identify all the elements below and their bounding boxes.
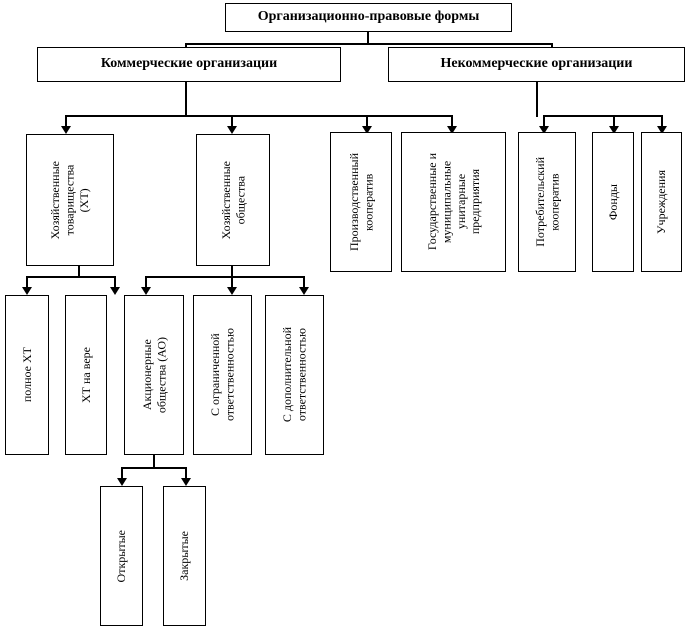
connector-to-proizvodstvennyy-kooperativ	[366, 115, 368, 127]
node-label: Производственный кооператив	[346, 153, 375, 251]
node-label: С дополнительной ответственностью	[280, 327, 309, 423]
node-label: Открытые	[114, 529, 129, 583]
connector-to-hoz-obshchestva	[231, 115, 233, 127]
arrowhead-to-uchrezhdeniya	[657, 126, 667, 134]
node-unitarnye-predpriyatiya: Государственные и муниципальные унитарны…	[401, 132, 506, 272]
node-label: ХТ на вере	[78, 347, 93, 403]
connector-root-stem	[367, 32, 369, 45]
node-label: Государственные и муниципальные унитарны…	[424, 153, 482, 251]
arrowhead-to-unitarnye-predpriyatiya	[447, 126, 457, 134]
node-dopolnitelnoy-otvetstvennostyu: С дополнительной ответственностью	[265, 295, 324, 455]
arrowhead-to-fondy	[609, 126, 619, 134]
node-zakrytye: Закрытые	[163, 486, 206, 626]
connector-to-hoz-tovarishchestva	[65, 115, 67, 127]
arrowhead-to-proizvodstvennyy-kooperativ	[362, 126, 372, 134]
node-uchrezhdeniya: Учреждения	[641, 132, 682, 272]
node-hoz-tovarishchestva: Хозяйственные товарищества (ХТ)	[26, 134, 114, 266]
node-akcionernye-obshchestva: Акционерные общества (АО)	[124, 295, 184, 455]
arrowhead-to-zakrytye	[181, 478, 191, 486]
arrowhead-to-ogranichennoy-otvetstvennostyu	[227, 287, 237, 295]
node-label: Акционерные общества (АО)	[139, 336, 168, 414]
connector-to-otkrytye	[121, 467, 123, 479]
connector-to-unitarnye-predpriyatiya	[451, 115, 453, 127]
node-otkrytye: Открытые	[100, 486, 143, 626]
connector-akcionernye-obshchestva-bus	[121, 467, 187, 469]
node-polnoe-ht: полное ХТ	[5, 295, 49, 455]
arrowhead-to-akcionernye-obshchestva	[141, 287, 151, 295]
connector-to-zakrytye	[185, 467, 187, 479]
connector-hoz-obshchestva-bus	[145, 276, 305, 278]
arrowhead-to-dopolnitelnoy-otvetstvennostyu	[299, 287, 309, 295]
arrowhead-to-potrebitelskiy-kooperativ	[539, 126, 549, 134]
connector-commercial-bus	[65, 115, 453, 117]
connector-to-potrebitelskiy-kooperativ	[543, 115, 545, 127]
arrowhead-to-hoz-obshchestva	[227, 126, 237, 134]
connector-hoz-obshchestva-stem	[231, 266, 233, 278]
node-label: Хозяйственные общества	[218, 160, 247, 240]
connector-to-akcionernye-obshchestva	[145, 276, 147, 288]
connector-to-uchrezhdeniya	[661, 115, 663, 127]
node-label: Организационно-правовые формы	[257, 9, 480, 25]
node-hoz-obshchestva: Хозяйственные общества	[196, 134, 270, 266]
node-label: Закрытые	[177, 531, 192, 581]
connector-to-polnoe-ht	[26, 276, 28, 288]
connector-to-ht-na-vere	[114, 276, 116, 288]
node-organizational-legal-forms: Организационно-правовые формы	[225, 3, 512, 32]
connector-commercial-stem	[185, 82, 187, 117]
connector-root-bus	[185, 43, 553, 45]
arrowhead-to-polnoe-ht	[22, 287, 32, 295]
node-noncommercial-organizations: Некоммерческие организации	[388, 47, 685, 82]
connector-noncommercial-bus	[543, 115, 663, 117]
node-potrebitelskiy-kooperativ: Потребительский кооператив	[518, 132, 576, 272]
connector-hoz-tovarishchestva-bus	[26, 276, 116, 278]
node-label: Потребительский кооператив	[532, 157, 561, 247]
connector-to-dopolnitelnoy-otvetstvennostyu	[303, 276, 305, 288]
node-proizvodstvennyy-kooperativ: Производственный кооператив	[330, 132, 392, 272]
node-label: Учреждения	[654, 170, 669, 234]
node-label: Фонды	[605, 183, 620, 221]
node-fondy: Фонды	[592, 132, 634, 272]
connector-akcionernye-obshchestva-stem	[153, 455, 155, 469]
connector-noncommercial-stem	[536, 82, 538, 117]
arrowhead-to-hoz-tovarishchestva	[61, 126, 71, 134]
node-label: Коммерческие организации	[100, 56, 278, 72]
node-ht-na-vere: ХТ на вере	[65, 295, 107, 455]
arrowhead-to-otkrytye	[117, 478, 127, 486]
arrowhead-to-ht-na-vere	[110, 287, 120, 295]
node-label: Хозяйственные товарищества (ХТ)	[48, 160, 92, 240]
node-label: Некоммерческие организации	[440, 56, 633, 72]
connector-to-fondy	[613, 115, 615, 127]
node-ogranichennoy-otvetstvennostyu: С ограниченной ответственностью	[193, 295, 252, 455]
connector-to-ogranichennoy-otvetstvennostyu	[231, 276, 233, 288]
node-commercial-organizations: Коммерческие организации	[37, 47, 341, 82]
node-label: С ограниченной ответственностью	[208, 328, 237, 422]
node-label: полное ХТ	[19, 347, 34, 403]
connector-hoz-tovarishchestva-stem	[78, 266, 80, 278]
